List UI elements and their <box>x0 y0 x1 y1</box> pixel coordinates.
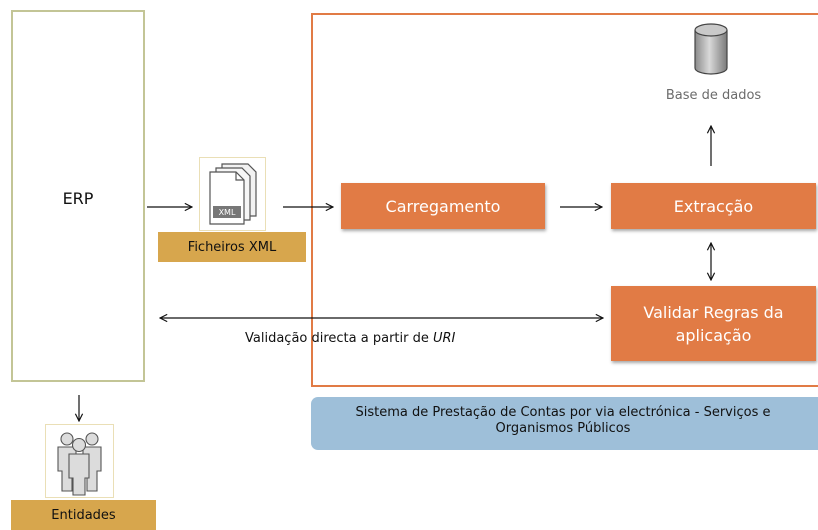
entities-label: Entidades <box>11 500 156 530</box>
xml-icon-text: XML <box>219 208 236 217</box>
uri-label: URI <box>433 331 456 346</box>
load-step: Carregamento <box>341 183 545 229</box>
direct-validation-label: Validação directa a partir de URI <box>245 331 455 346</box>
xml-files-icon: XML <box>199 157 266 231</box>
extract-step: Extracção <box>611 183 816 229</box>
system-boundary <box>311 13 818 387</box>
validate-rules-step: Validar Regras da aplicação <box>611 286 816 361</box>
database-label: Base de dados <box>665 88 762 103</box>
database-icon <box>693 22 729 80</box>
erp-box <box>11 10 145 382</box>
erp-label: ERP <box>62 189 94 208</box>
people-group-icon <box>45 424 114 498</box>
direct-validation-prefix: Validação directa a partir de <box>245 331 433 346</box>
xml-files-label: Ficheiros XML <box>158 232 306 262</box>
system-caption: Sistema de Prestação de Contas por via e… <box>311 397 818 450</box>
